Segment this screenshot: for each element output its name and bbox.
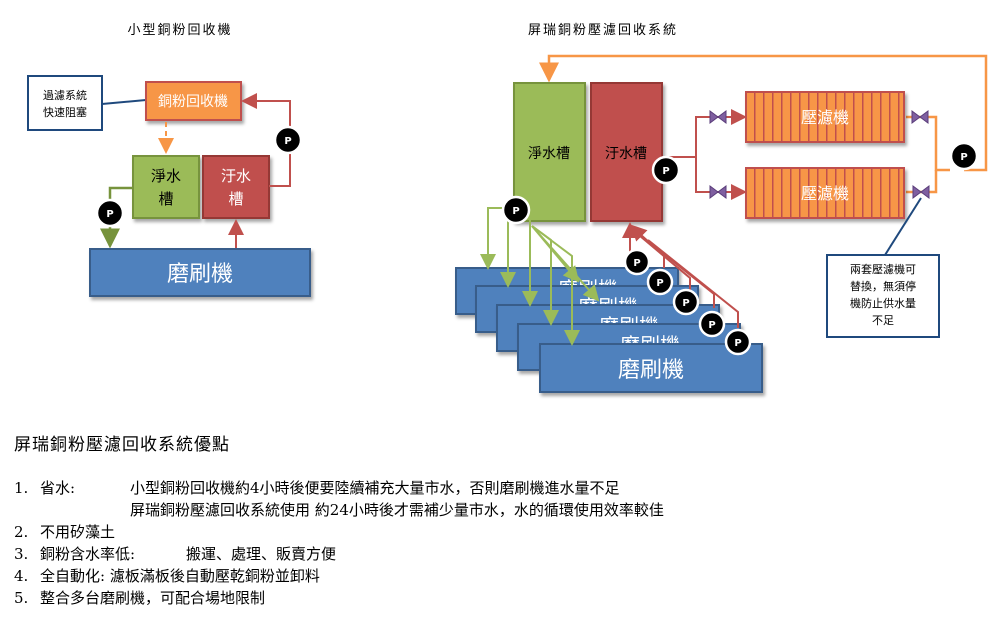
- svg-text:P: P: [284, 136, 291, 147]
- advantage-item-4: 4. 全自動化: 濾板滿板後自動壓乾銅粉並卸料: [14, 565, 994, 587]
- svg-text:槽: 槽: [228, 190, 243, 208]
- right-filtrate-return-line: [539, 54, 988, 172]
- right-filter-output-lines: [906, 115, 950, 194]
- right-pump-grinder-return-3: P: [672, 288, 700, 316]
- left-clean-tank: 淨水 槽: [132, 155, 200, 219]
- svg-text:P: P: [512, 206, 519, 217]
- valve-icon[interactable]: [709, 110, 727, 124]
- valve-icon[interactable]: [912, 185, 930, 199]
- item-label: 銅粉含水率低:: [40, 545, 136, 563]
- item-label: 省水:: [40, 479, 76, 497]
- svg-text:P: P: [734, 338, 741, 349]
- svg-text:磨刷機: 磨刷機: [618, 358, 684, 383]
- right-filter-press-2: 壓濾機: [745, 167, 905, 219]
- front-grinder: 磨刷機: [539, 343, 763, 393]
- right-pump-filtrate-return: P: [949, 141, 979, 171]
- left-dirty-tank: 汙水 槽: [202, 155, 270, 219]
- advantage-item-3: 3. 銅粉含水率低: 搬運、處理、販賣方便: [14, 543, 994, 565]
- svg-text:P: P: [662, 166, 669, 177]
- item-number: 1.: [14, 479, 29, 497]
- right-pump-grinder-return-5: P: [724, 328, 752, 356]
- advantage-item-2: 2. 不用矽藻土: [14, 521, 994, 543]
- svg-text:P: P: [708, 320, 715, 331]
- advantage-item-1: 1. 省水: 小型銅粉回收機約4小時後便要陸續補充大量市水，否則磨刷機進水量不足: [14, 477, 994, 499]
- svg-text:P: P: [682, 298, 689, 309]
- left-callout: 過濾系統 快速阻塞: [27, 75, 147, 131]
- right-callout-line-1: 兩套壓濾機可: [850, 262, 916, 276]
- right-pump-grinder-return-4: P: [698, 310, 726, 338]
- advantage-item-5: 5. 整合多台磨刷機，可配合場地限制: [14, 587, 994, 609]
- right-clean-tank: 淨水槽: [513, 82, 586, 222]
- left-system-title: 小型銅粉回收機: [127, 23, 232, 38]
- svg-text:淨水槽: 淨水槽: [528, 146, 570, 162]
- item-text: 不用矽藻土: [40, 523, 116, 541]
- svg-text:汙水: 汙水: [221, 167, 251, 185]
- right-pump-clean-supply: P: [501, 195, 531, 225]
- svg-text:P: P: [633, 258, 640, 269]
- right-dirty-return-lines: [622, 222, 739, 328]
- right-filter-press-1: 壓濾機: [745, 91, 905, 143]
- item-text: 小型銅粉回收機約4小時後便要陸續補充大量市水，否則磨刷機進水量不足: [130, 479, 620, 497]
- item-number: 5.: [14, 589, 29, 607]
- left-callout-line-2: 快速阻塞: [43, 105, 87, 119]
- svg-text:淨水: 淨水: [151, 167, 181, 185]
- right-system-title: 屏瑞銅粉壓濾回收系統: [528, 23, 678, 38]
- advantages-section: 屏瑞銅粉壓濾回收系統優點 1. 省水: 小型銅粉回收機約4小時後便要陸續補充大量…: [14, 430, 994, 609]
- left-pump-clean-supply: P: [95, 198, 125, 228]
- left-grinder: 磨刷機: [89, 248, 311, 297]
- right-callout-line-4: 不足: [872, 314, 894, 327]
- left-callout-line-1: 過濾系統: [43, 88, 87, 102]
- advantages-heading: 屏瑞銅粉壓濾回收系統優點: [14, 435, 230, 455]
- valve-icon[interactable]: [911, 110, 929, 124]
- item-number: 2.: [14, 523, 29, 541]
- svg-text:磨刷機: 磨刷機: [167, 262, 233, 287]
- recovery-system-diagram: 小型銅粉回收機 過濾系統 快速阻塞 銅粉回收機 淨水 槽 汙水 槽 磨刷機 P: [27, 23, 988, 393]
- left-pump-dirty-return: P: [273, 125, 303, 155]
- right-dirty-tank: 汙水槽: [590, 82, 663, 222]
- svg-text:P: P: [960, 152, 967, 163]
- svg-text:銅粉回收機: 銅粉回收機: [158, 94, 228, 110]
- svg-text:壓濾機: 壓濾機: [801, 184, 849, 203]
- right-callout: 兩套壓濾機可 替換，無須停 機防止供水量 不足: [826, 197, 940, 338]
- item-text: 搬運、處理、販賣方便: [186, 545, 337, 563]
- advantage-item-1-continued: 屏瑞銅粉壓濾回收系統使用 約24小時後才需補少量市水，水的循環使用效率較佳: [14, 499, 994, 521]
- svg-text:P: P: [656, 278, 663, 289]
- item-number: 3.: [14, 545, 29, 563]
- item-text: 全自動化: 濾板滿板後自動壓乾銅粉並卸料: [40, 567, 320, 585]
- svg-text:P: P: [106, 209, 113, 220]
- svg-text:汙水槽: 汙水槽: [605, 146, 647, 162]
- item-text: 整合多台磨刷機，可配合場地限制: [40, 589, 266, 607]
- item-text: 屏瑞銅粉壓濾回收系統使用 約24小時後才需補少量市水，水的循環使用效率較佳: [130, 501, 664, 519]
- valve-icon[interactable]: [709, 185, 727, 199]
- right-callout-line-3: 機防止供水量: [850, 296, 916, 310]
- right-pump-filter-feed: P: [651, 155, 681, 185]
- svg-text:壓濾機: 壓濾機: [801, 108, 849, 127]
- left-copper-recycler: 銅粉回收機: [145, 81, 242, 121]
- right-callout-line-2: 替換，無須停: [850, 279, 916, 293]
- right-pump-grinder-return-2: P: [646, 268, 674, 296]
- item-number: 4.: [14, 567, 29, 585]
- right-pump-grinder-return-1: P: [623, 248, 651, 276]
- svg-text:槽: 槽: [158, 190, 173, 208]
